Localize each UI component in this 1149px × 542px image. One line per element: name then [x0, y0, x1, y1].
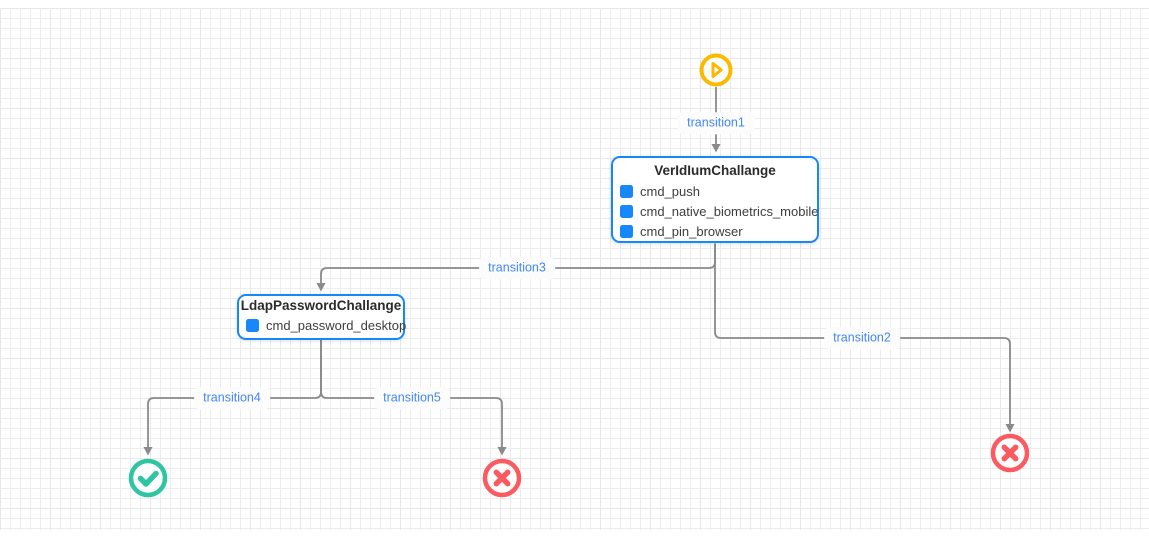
state-node-title: VerIdIumChallange [654, 163, 776, 178]
canvas-grid[interactable] [0, 8, 1149, 530]
command-label: cmd_password_desktop [266, 318, 407, 333]
command-row[interactable]: cmd_pin_browser [613, 222, 817, 242]
command-label: cmd_native_biometrics_mobile [640, 203, 819, 219]
state-node-ldap-password-challange[interactable]: LdapPasswordChallange cmd_password_deskt… [237, 294, 407, 340]
error-end-node-right[interactable] [988, 431, 1032, 475]
edge-label-transition5[interactable]: transition5 [374, 387, 450, 409]
edge-label-transition4[interactable]: transition4 [194, 387, 270, 409]
command-square-icon [620, 204, 633, 218]
command-row[interactable]: cmd_push [613, 181, 817, 201]
command-label: cmd_push [640, 183, 700, 199]
edge-label-transition2[interactable]: transition2 [824, 327, 900, 349]
start-node[interactable] [696, 50, 736, 90]
success-end-node[interactable] [126, 456, 170, 500]
error-end-node-left[interactable] [480, 456, 524, 500]
command-square-icon [620, 184, 633, 198]
command-square-icon [246, 319, 259, 332]
command-label: cmd_pin_browser [640, 224, 743, 240]
command-row[interactable]: cmd_native_biometrics_mobile [613, 201, 819, 221]
check-icon [128, 458, 168, 498]
command-square-icon [620, 225, 633, 239]
edge-label-transition1[interactable]: transition1 [678, 112, 754, 134]
command-row[interactable]: cmd_password_desktop [239, 316, 407, 335]
x-icon [990, 433, 1030, 473]
state-node-veridium-challange[interactable]: VerIdIumChallange cmd_push cmd_native_bi… [611, 156, 819, 243]
edge-label-transition3[interactable]: transition3 [479, 257, 555, 279]
play-icon [699, 53, 733, 87]
x-icon [482, 458, 522, 498]
state-node-title: LdapPasswordChallange [240, 298, 402, 313]
